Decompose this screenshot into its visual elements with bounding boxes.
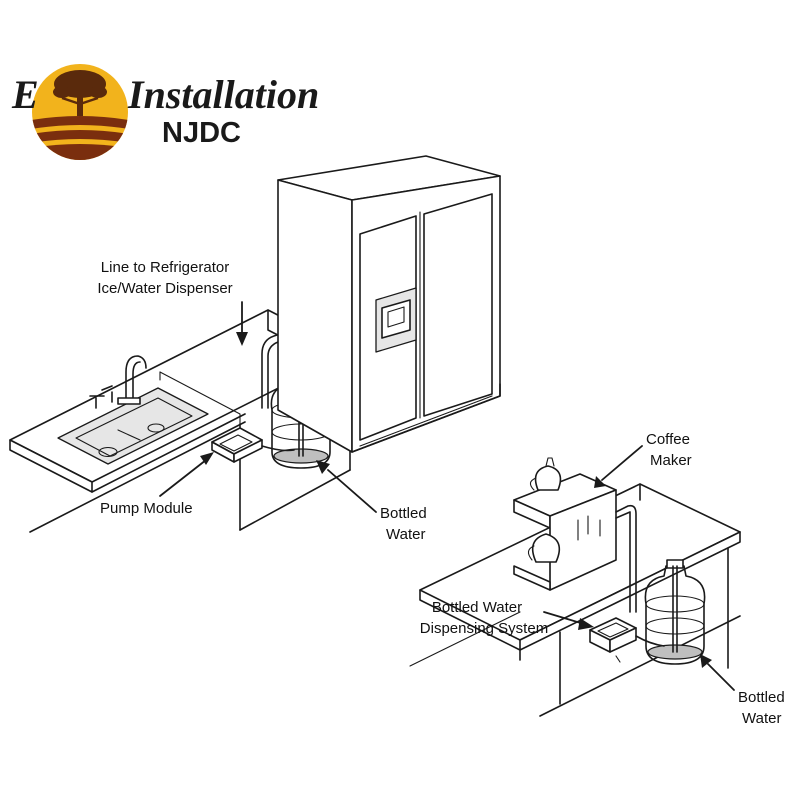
coffee-water-line (615, 504, 637, 613)
logo-subtitle: NJDC (162, 117, 241, 149)
dispensing-pump-icon (589, 617, 637, 663)
label-coffee: Coffee (646, 431, 690, 448)
arrow-icon (236, 332, 248, 346)
refrigerator-icon (277, 155, 501, 453)
label-line-to-refrigerator: Line to Refrigerator (101, 259, 229, 276)
label-water: Water (386, 526, 425, 543)
arrow-icon (316, 460, 330, 474)
label-dispensing-system: Dispensing System (420, 620, 548, 637)
callout-coffee-maker: Coffee Maker (594, 431, 692, 488)
arrow-icon (578, 618, 594, 630)
tree-icon (53, 70, 107, 116)
coffee-scene (409, 457, 741, 717)
arrow-icon (700, 654, 712, 668)
callout-line-to-refrigerator: Line to Refrigerator Ice/Water Dispenser (97, 259, 248, 346)
label-water: Water (742, 710, 781, 727)
logo-letter-e: E (11, 72, 39, 117)
callout-bottled-water-left: Bottled Water (316, 460, 427, 543)
label-ice-water-dispenser: Ice/Water Dispenser (97, 280, 232, 297)
pump-module-icon (211, 427, 263, 463)
kitchen-scene (9, 155, 501, 533)
label-bottled-water: Bottled Water (432, 599, 522, 616)
label-maker: Maker (650, 452, 692, 469)
bottled-water-icon (635, 559, 706, 665)
label-bottled: Bottled (738, 689, 785, 706)
callout-pump-module: Pump Module (100, 452, 214, 517)
callout-dispensing-system: Bottled Water Dispensing System (420, 599, 594, 637)
arrow-icon (594, 476, 606, 488)
logo-title: Installation (127, 72, 319, 117)
callout-bottled-water-right: Bottled Water (700, 654, 785, 727)
label-bottled: Bottled (380, 505, 427, 522)
faucet-icon (89, 355, 147, 409)
company-logo: E Installation NJDC (11, 64, 319, 160)
arrow-icon (200, 452, 214, 465)
coffee-maker-icon (513, 457, 617, 591)
label-pump-module: Pump Module (100, 500, 193, 517)
